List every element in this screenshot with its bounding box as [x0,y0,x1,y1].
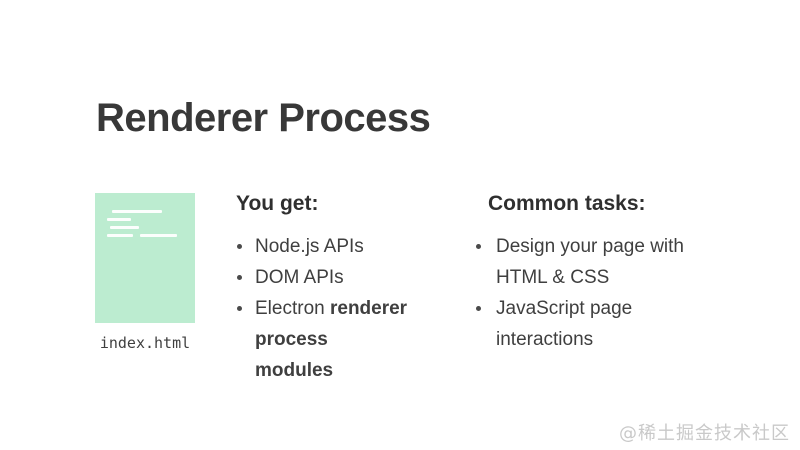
file-name-label: index.html [99,334,191,352]
bullet-item: DOM APIs [236,262,408,293]
column-heading-common-tasks: Common tasks: [488,192,646,215]
bullet-text: Electron [255,298,330,320]
html-file-icon [95,193,195,323]
code-line-4-segment-1 [107,234,133,237]
code-line-4 [107,234,195,237]
bullet-list-common-tasks: Design your page with HTML & CSS JavaScri… [475,231,685,355]
code-line-2 [107,218,131,221]
watermark: @稀土掘金技术社区 [619,423,790,444]
bullet-item: Electron renderer process modules [236,293,408,386]
bullet-text: DOM APIs [255,267,344,289]
code-line-4-segment-2 [140,234,177,237]
column-heading-you-get: You get: [236,192,319,215]
slide-title: Renderer Process [96,96,431,140]
bullet-item: Design your page with HTML & CSS [475,231,685,293]
bullet-text-bold: renderer process modules [255,298,408,382]
file-figure: index.html [95,193,195,352]
bullet-text: Node.js APIs [255,236,364,258]
bullet-text: JavaScript page interactions [496,298,633,351]
code-lines-icon [95,193,195,237]
bullet-item: JavaScript page interactions [475,293,685,355]
code-line-1 [112,210,162,213]
column-common-tasks: Common tasks: Design your page with HTML… [475,192,695,355]
bullet-item: Node.js APIs [236,231,408,262]
bullet-text: Design your page with HTML & CSS [496,236,684,289]
code-line-3 [110,226,139,229]
